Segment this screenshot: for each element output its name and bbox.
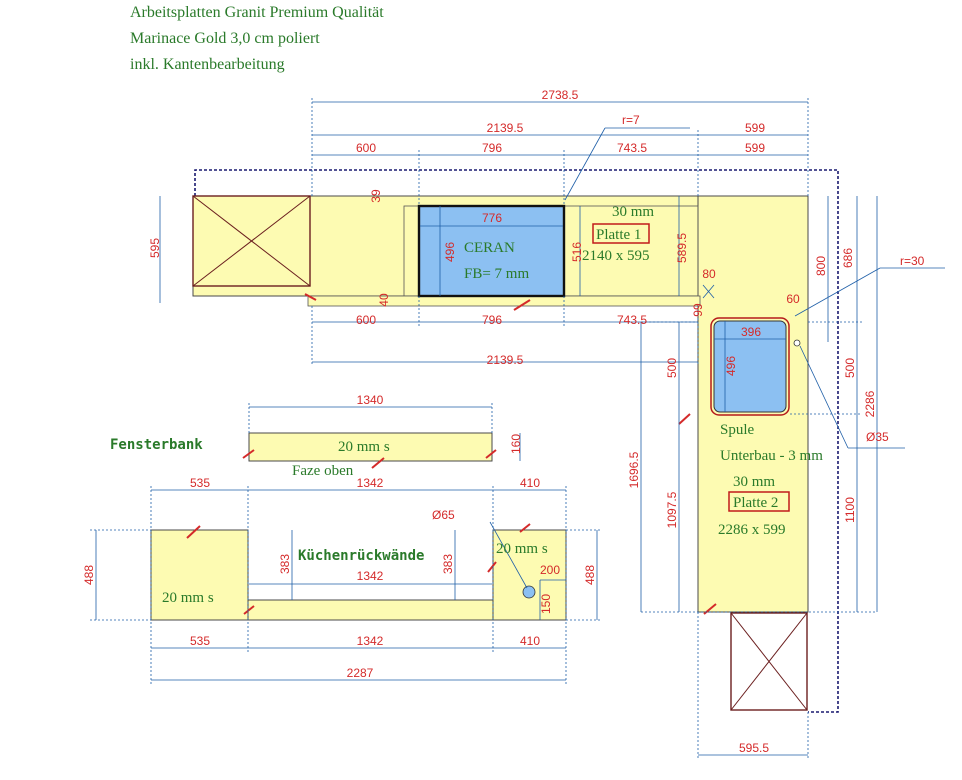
dim-ceran-width: 776 xyxy=(482,211,502,225)
dim-fensterbank-length: 1340 xyxy=(357,393,384,407)
dim-ceran-depth: 496 xyxy=(443,242,457,262)
dim-kr-535-top: 535 xyxy=(190,476,210,490)
tap-hole xyxy=(793,339,801,347)
edge-mark-9 xyxy=(371,457,385,469)
dim-800: 800 xyxy=(814,256,828,276)
dim-kr-383-left: 383 xyxy=(278,554,292,574)
dim-kr-488-left: 488 xyxy=(82,565,96,585)
edge-mark-11 xyxy=(487,561,497,573)
sink-basin xyxy=(713,320,787,413)
edge-mark-10 xyxy=(243,605,255,615)
dim-500-left: 500 xyxy=(665,358,679,378)
label-faze-oben: Faze oben xyxy=(292,463,354,479)
label-kuechenrueckwaende: Küchenrückwände xyxy=(298,548,424,564)
dim-bottom-743: 743.5 xyxy=(617,313,647,327)
title-line-edges: inkl. Kantenbearbeitung xyxy=(130,56,285,73)
dim-sink-width: 396 xyxy=(741,325,761,339)
label-thickness-1: 30 mm xyxy=(612,204,654,220)
dim-bottom-600: 600 xyxy=(356,313,376,327)
label-platte-2: Platte 2 xyxy=(733,495,778,511)
dimension-lines xyxy=(90,98,945,760)
dim-686: 686 xyxy=(841,248,855,268)
edge-mark-7 xyxy=(242,449,255,459)
edge-mark-2 xyxy=(513,299,531,311)
platte-2-box xyxy=(728,491,790,512)
dim-kr-1342-bottom: 1342 xyxy=(357,634,384,648)
edge-mark-6 xyxy=(519,523,531,533)
dim-top-600: 600 xyxy=(356,141,376,155)
label-size-2: 2286 x 599 xyxy=(718,522,786,538)
dim-589: 589.5 xyxy=(675,233,689,263)
title-block: Arbeitsplatten Granit Premium Qualität M… xyxy=(130,0,550,78)
dim-bottom-2139: 2139.5 xyxy=(487,353,524,367)
dim-39: 39 xyxy=(369,189,383,203)
dim-kr-1342-top: 1342 xyxy=(357,476,384,490)
dim-sink-depth: 496 xyxy=(724,356,738,376)
dim-fensterbank-depth: 160 xyxy=(509,434,523,454)
edge-mark-8 xyxy=(485,449,497,459)
dim-radius-7: r=7 xyxy=(622,113,640,127)
label-size-1: 2140 x 595 xyxy=(582,248,650,264)
appliance-cross-b xyxy=(192,195,311,287)
label-kr-left-thickness: 20 mm s xyxy=(162,590,214,606)
dim-kr-total: 2287 xyxy=(347,666,374,680)
dim-bottom-796: 796 xyxy=(482,313,502,327)
dim-kr-1342-mid: 1342 xyxy=(357,569,384,583)
backsplash-left xyxy=(150,529,249,621)
wall-outline xyxy=(194,169,839,713)
dim-top-599: 599 xyxy=(745,121,765,135)
dim-top-743: 743.5 xyxy=(617,141,647,155)
edge-mark-5 xyxy=(186,525,201,539)
dim-99: 99 xyxy=(691,303,705,317)
dim-1097: 1097.5 xyxy=(665,491,679,528)
platte-1-box xyxy=(592,223,650,244)
socket-hole xyxy=(522,585,536,599)
dim-1696: 1696.5 xyxy=(627,451,641,488)
dim-socket-diameter: Ø65 xyxy=(432,508,455,522)
label-unterbau: Unterbau - 3 mm xyxy=(720,448,823,464)
dim-60: 60 xyxy=(786,292,800,306)
fensterbank-slab xyxy=(248,432,493,462)
dim-tap-diameter: Ø35 xyxy=(866,430,889,444)
dim-radius-30: r=30 xyxy=(900,254,925,268)
dim-kr-410-top: 410 xyxy=(520,476,540,490)
label-fb: FB= 7 mm xyxy=(464,266,529,282)
dim-top-2139: 2139.5 xyxy=(487,121,524,135)
dim-595: 595 xyxy=(148,238,162,258)
label-ceran: CERAN xyxy=(464,240,515,256)
dim-2286: 2286 xyxy=(863,390,877,417)
dim-kr-200: 200 xyxy=(540,563,560,577)
dim-595-5: 595.5 xyxy=(739,741,769,755)
title-line-material: Arbeitsplatten Granit Premium Qualität xyxy=(130,4,384,21)
dim-kr-488-right: 488 xyxy=(583,565,597,585)
dim-kr-535-bottom: 535 xyxy=(190,634,210,648)
dim-kr-150: 150 xyxy=(539,594,553,614)
sink-outer xyxy=(710,317,790,416)
label-fensterbank-thickness: 20 mm s xyxy=(338,439,390,455)
dim-total-length: 2738.5 xyxy=(542,88,579,102)
dim-1100: 1100 xyxy=(843,497,857,523)
backsplash-middle xyxy=(247,599,494,621)
label-thickness-2: 30 mm xyxy=(733,474,775,490)
dim-top-599b: 599 xyxy=(745,141,765,155)
label-platte-1: Platte 1 xyxy=(596,227,641,243)
dim-kr-410-bottom: 410 xyxy=(520,634,540,648)
dim-516: 516 xyxy=(570,242,584,262)
dim-80: 80 xyxy=(702,267,716,281)
ceran-cooktop xyxy=(417,204,566,298)
edge-mark-1 xyxy=(304,293,317,301)
appliance-cross-d xyxy=(730,612,808,711)
label-kr-right-thickness: 20 mm s xyxy=(496,541,548,557)
label-spule: Spule xyxy=(720,422,755,438)
edge-mark-3 xyxy=(678,413,691,425)
dim-kr-383-right: 383 xyxy=(441,554,455,574)
dim-top-796: 796 xyxy=(482,141,502,155)
dim-500-right: 500 xyxy=(843,358,857,378)
slab-backstrip xyxy=(307,295,701,307)
title-line-finish: Marinace Gold 3,0 cm poliert xyxy=(130,30,320,47)
dim-40: 40 xyxy=(377,293,391,307)
label-fensterbank: Fensterbank xyxy=(110,437,203,453)
